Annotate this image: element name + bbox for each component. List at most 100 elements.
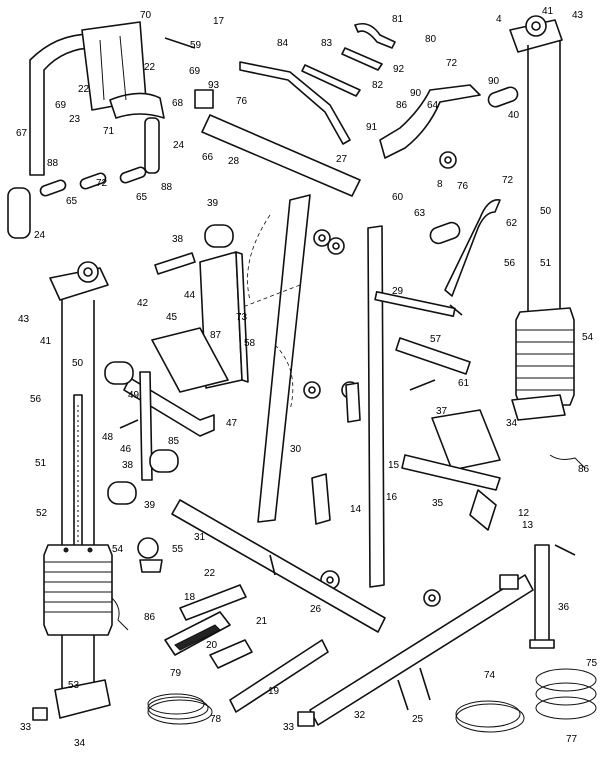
- callout-27: 27: [336, 154, 348, 165]
- callout-57: 57: [430, 334, 442, 345]
- callout-14: 14: [350, 504, 362, 515]
- callout-80: 80: [425, 34, 437, 45]
- callout-50: 50: [540, 206, 552, 217]
- callout-51: 51: [35, 458, 47, 469]
- callout-39: 39: [144, 500, 156, 511]
- callout-61: 61: [458, 378, 470, 389]
- callout-56: 56: [30, 394, 42, 405]
- callout-13: 13: [522, 520, 534, 531]
- seat-roller: [154, 224, 234, 275]
- callout-51: 51: [540, 258, 552, 269]
- callout-21: 21: [256, 616, 268, 627]
- rear-leg-post: [529, 544, 555, 649]
- callout-68: 68: [172, 98, 184, 109]
- callout-29: 29: [392, 286, 404, 297]
- callout-79: 79: [170, 668, 182, 679]
- chain: [354, 22, 396, 49]
- cable-coil-left: [147, 693, 213, 725]
- callout-22: 22: [204, 568, 216, 579]
- base-long-rail: [309, 574, 534, 726]
- callout-58: 58: [244, 338, 256, 349]
- left-selector-rod: [73, 394, 83, 556]
- seat-frame: [123, 371, 215, 481]
- foot-plates: [164, 611, 253, 669]
- callout-45: 45: [166, 312, 178, 323]
- callout-46: 46: [120, 444, 132, 455]
- callout-74: 74: [484, 670, 496, 681]
- callout-72: 72: [502, 175, 514, 186]
- right-seat-pad: [431, 409, 501, 471]
- callout-77: 77: [566, 734, 578, 745]
- main-upright: [257, 194, 311, 523]
- callout-65: 65: [136, 192, 148, 203]
- clip-bar: [341, 47, 383, 71]
- callout-64: 64: [427, 100, 439, 111]
- callout-82: 82: [372, 80, 384, 91]
- callout-75: 75: [586, 658, 598, 669]
- callout-32: 32: [354, 710, 366, 721]
- cable-coil-center: [455, 700, 525, 733]
- callout-36: 36: [558, 602, 570, 613]
- callout-56: 56: [504, 258, 516, 269]
- callout-85: 85: [168, 436, 180, 447]
- cable-path: [234, 214, 301, 411]
- callout-34: 34: [74, 738, 86, 749]
- callout-labels: 70 17 59 22 69 22 69 71 68 67 23 24 88 7…: [16, 6, 598, 749]
- callout-8: 8: [437, 179, 443, 190]
- leg-developer-frame: [374, 290, 471, 375]
- callout-54: 54: [582, 332, 594, 343]
- leg-developer-arm: [379, 84, 481, 169]
- tube-roller-pair: [429, 86, 519, 245]
- callout-43: 43: [572, 10, 584, 21]
- callout-78: 78: [210, 714, 222, 725]
- weight-stack-tag: [137, 537, 163, 573]
- callout-71: 71: [103, 126, 115, 137]
- callout-86: 86: [396, 100, 408, 111]
- left-base-bracket: [32, 679, 111, 721]
- callout-92: 92: [393, 64, 405, 75]
- stabilizer-bar: [229, 639, 329, 713]
- callout-35: 35: [432, 498, 444, 509]
- callout-81: 81: [392, 14, 404, 25]
- callout-72: 72: [96, 178, 108, 189]
- right-weight-stack: [515, 307, 575, 406]
- callout-53: 53: [68, 680, 80, 691]
- lat-bar: [239, 61, 351, 145]
- seat-pad: [151, 327, 229, 393]
- callout-47: 47: [226, 418, 238, 429]
- callout-25: 25: [412, 714, 424, 725]
- callout-67: 67: [16, 128, 28, 139]
- callout-23: 23: [69, 114, 81, 125]
- callout-91: 91: [366, 122, 378, 133]
- callout-31: 31: [194, 532, 206, 543]
- callout-86: 86: [578, 464, 590, 475]
- callout-42: 42: [137, 298, 149, 309]
- callout-17: 17: [213, 16, 225, 27]
- press-arm: [7, 33, 105, 239]
- callout-49: 49: [128, 390, 140, 401]
- callout-86: 86: [144, 612, 156, 623]
- hardware-bolts: [111, 37, 586, 711]
- arm-rollers: [39, 166, 147, 197]
- callout-28: 28: [228, 156, 240, 167]
- callout-93: 93: [208, 80, 220, 91]
- callout-55: 55: [172, 544, 184, 555]
- callout-60: 60: [392, 192, 404, 203]
- left-top-pulley-bracket: [49, 261, 109, 301]
- callout-40: 40: [508, 110, 520, 121]
- arm-bracket-assembly: [81, 21, 165, 174]
- cable-coil-right: [535, 668, 597, 720]
- callout-52: 52: [36, 508, 48, 519]
- callout-24: 24: [173, 140, 185, 151]
- leg-lever: [444, 199, 501, 297]
- callout-88: 88: [161, 182, 173, 193]
- callout-90: 90: [410, 88, 422, 99]
- callout-19: 19: [268, 686, 280, 697]
- callout-18: 18: [184, 592, 196, 603]
- callout-38: 38: [122, 460, 134, 471]
- callout-69: 69: [55, 100, 67, 111]
- end-caps: [297, 574, 519, 727]
- callout-34: 34: [506, 418, 518, 429]
- callout-66: 66: [202, 152, 214, 163]
